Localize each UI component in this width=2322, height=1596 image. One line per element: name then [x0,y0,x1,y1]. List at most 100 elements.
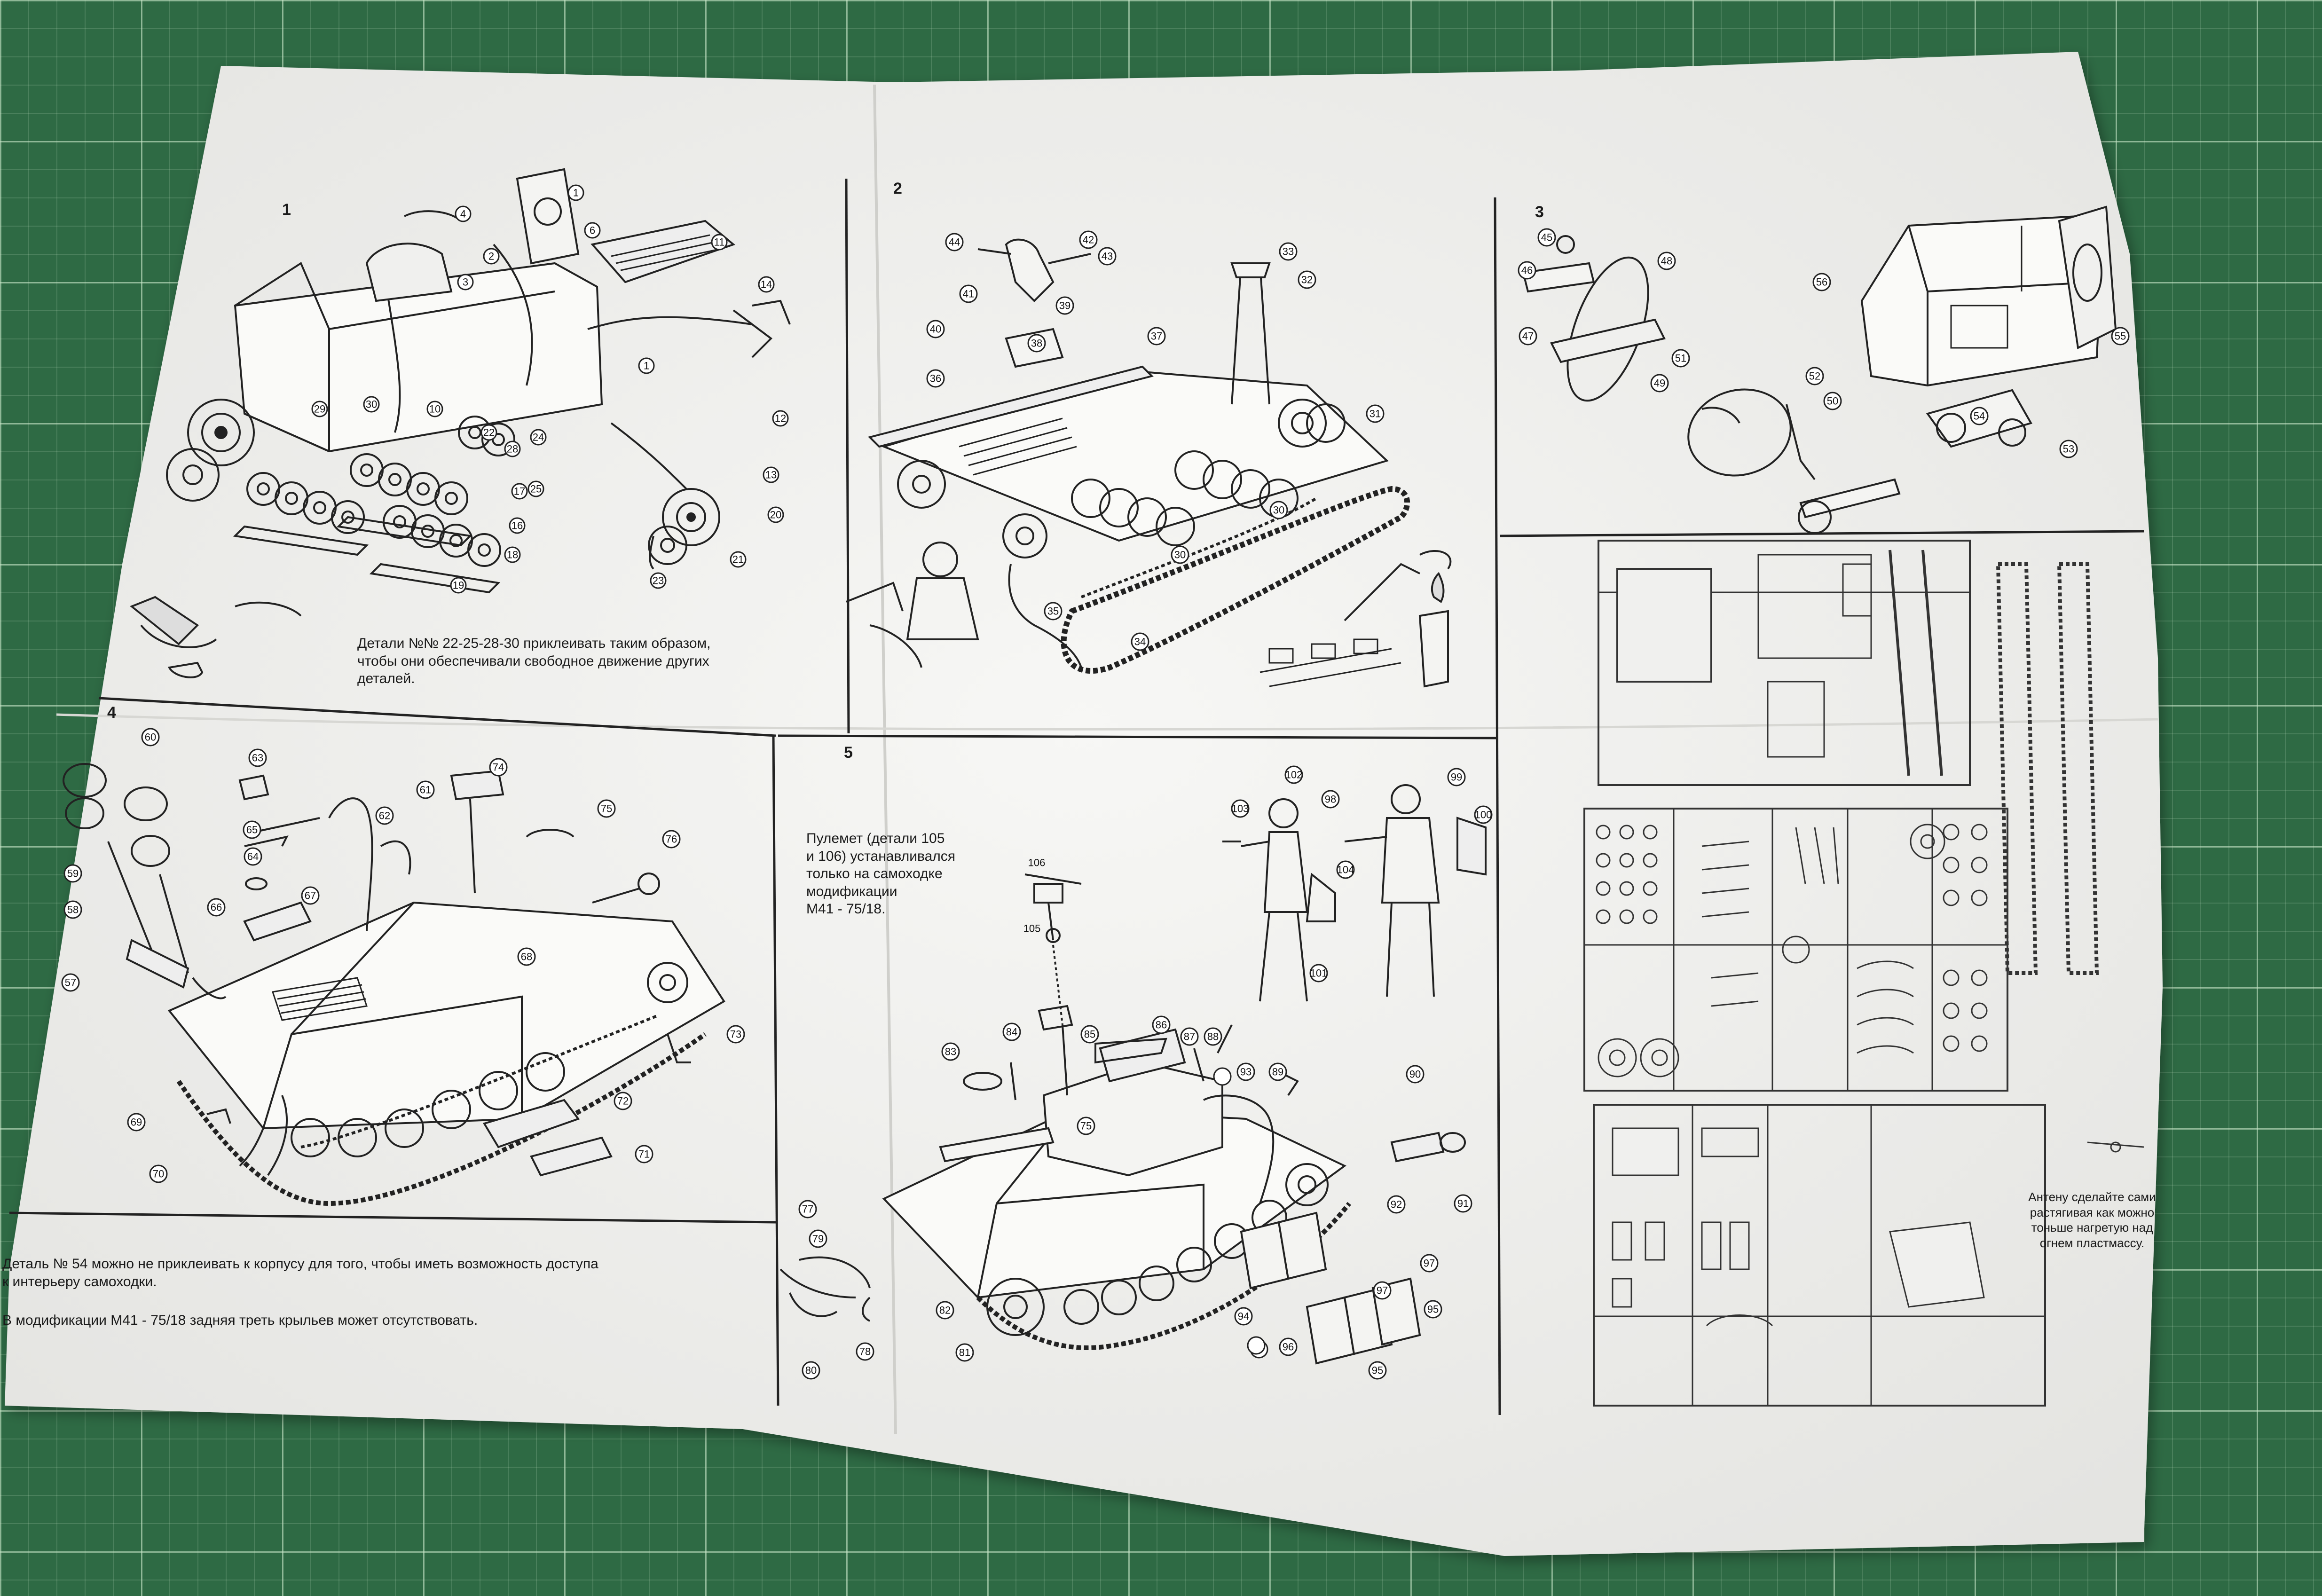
step1-note-line-1: Детали №№ 22-25-28-30 приклеивать таким … [357,636,711,651]
svg-text:53: 53 [2063,443,2074,455]
section-number-5: 5 [844,744,853,762]
svg-text:83: 83 [945,1046,956,1058]
svg-text:34: 34 [1134,636,1146,648]
svg-text:87: 87 [1184,1031,1195,1043]
svg-text:98: 98 [1325,794,1336,805]
svg-text:10: 10 [429,403,441,415]
svg-text:1: 1 [573,187,579,199]
svg-text:80: 80 [805,1365,817,1376]
svg-text:73: 73 [730,1029,741,1040]
svg-text:94: 94 [1238,1311,1249,1322]
svg-text:72: 72 [617,1095,629,1107]
svg-text:2: 2 [488,251,494,262]
svg-text:106: 106 [1028,857,1046,869]
svg-text:86: 86 [1156,1019,1167,1031]
svg-text:30: 30 [1174,549,1186,561]
svg-text:43: 43 [1102,251,1113,262]
svg-text:13: 13 [765,469,777,481]
step1-note-line-2: чтобы они обеспечивали свободное движени… [357,653,709,669]
svg-text:29: 29 [314,403,325,415]
svg-text:48: 48 [1661,255,1672,267]
svg-text:74: 74 [493,762,504,773]
svg-text:100: 100 [1475,809,1492,821]
svg-text:91: 91 [1457,1198,1469,1210]
panel-dividers [9,178,2144,1415]
svg-text:61: 61 [420,784,431,796]
svg-text:85: 85 [1084,1029,1095,1040]
svg-text:20: 20 [770,509,781,521]
section-number-2: 2 [893,180,902,197]
section-number-1: 1 [282,201,291,219]
svg-text:28: 28 [507,443,518,455]
callout-s2 [926,230,1385,651]
svg-text:30: 30 [1273,504,1284,516]
svg-text:1: 1 [644,360,649,372]
svg-text:90: 90 [1409,1069,1421,1080]
step1-note: Детали №№ 22-25-28-30 приклеивать таким … [357,635,771,688]
svg-text:102: 102 [1285,769,1303,781]
paper [5,52,2163,1556]
svg-text:50: 50 [1827,395,1838,407]
step5-note-line-5: М41 - 75/18. [806,901,886,917]
section-1-drawing [130,168,791,678]
callout-s4 [61,728,745,1183]
svg-text:68: 68 [521,951,532,963]
svg-text:45: 45 [1541,232,1552,244]
svg-text:58: 58 [67,904,79,916]
svg-text:42: 42 [1083,234,1094,246]
svg-text:104: 104 [1337,864,1354,876]
svg-text:22: 22 [483,427,495,439]
svg-text:101: 101 [1310,967,1328,979]
section-number-4: 4 [107,704,116,722]
svg-text:96: 96 [1283,1341,1294,1353]
svg-text:105: 105 [1023,923,1041,935]
callout-s3 [1518,228,2130,458]
svg-text:57: 57 [65,977,76,989]
svg-text:12: 12 [775,413,786,425]
section-4-drawing [63,763,725,1206]
antenna-note-line-4: огнем пластмассу. [2039,1235,2145,1250]
svg-text:59: 59 [67,868,79,880]
svg-text:38: 38 [1031,338,1042,349]
section-number-3: 3 [1535,203,1544,221]
svg-text:88: 88 [1207,1031,1219,1043]
step1-note-line-3: деталей. [357,671,415,686]
svg-text:60: 60 [145,731,156,743]
svg-text:16: 16 [512,520,523,532]
svg-text:95: 95 [1427,1304,1439,1315]
svg-text:66: 66 [211,902,222,913]
bottom-note-1-line-2: к интерьеру самоходки. [2,1274,157,1289]
svg-text:82: 82 [939,1305,951,1316]
svg-text:49: 49 [1654,377,1665,389]
svg-text:33: 33 [1283,246,1294,258]
svg-text:67: 67 [305,890,316,902]
step5-note-line-4: модификации [806,883,897,899]
svg-text:19: 19 [453,580,464,591]
svg-text:35: 35 [1047,605,1059,617]
svg-text:84: 84 [1006,1026,1017,1038]
svg-text:47: 47 [1522,330,1534,342]
svg-text:93: 93 [1240,1066,1252,1078]
antenna-note-line-3: тоньше нагретую над [2031,1220,2153,1234]
svg-text:21: 21 [732,554,744,566]
section-5-drawing [779,784,1487,1365]
svg-text:51: 51 [1675,353,1686,364]
antenna-note: Антену сделайте сами растягивая как можн… [2022,1189,2163,1250]
sprue-diagram [1583,540,2144,1407]
svg-text:65: 65 [246,824,258,836]
step5-note: Пулемет (детали 105 и 106) устанавливалс… [806,830,1004,918]
part-callouts [61,184,2130,1380]
svg-text:62: 62 [379,810,390,822]
callout-numbers: 1 4 6 11 2 3 14 1 12 13 20 21 23 17 16 1… [65,187,2126,1376]
svg-text:63: 63 [252,752,263,764]
svg-text:54: 54 [1974,410,1985,422]
svg-text:95: 95 [1372,1365,1383,1376]
svg-text:25: 25 [530,483,542,495]
svg-text:76: 76 [666,833,677,845]
svg-text:99: 99 [1451,771,1462,783]
svg-text:103: 103 [1232,803,1249,815]
section-3-drawing [1522,205,2117,534]
svg-text:6: 6 [590,225,595,236]
